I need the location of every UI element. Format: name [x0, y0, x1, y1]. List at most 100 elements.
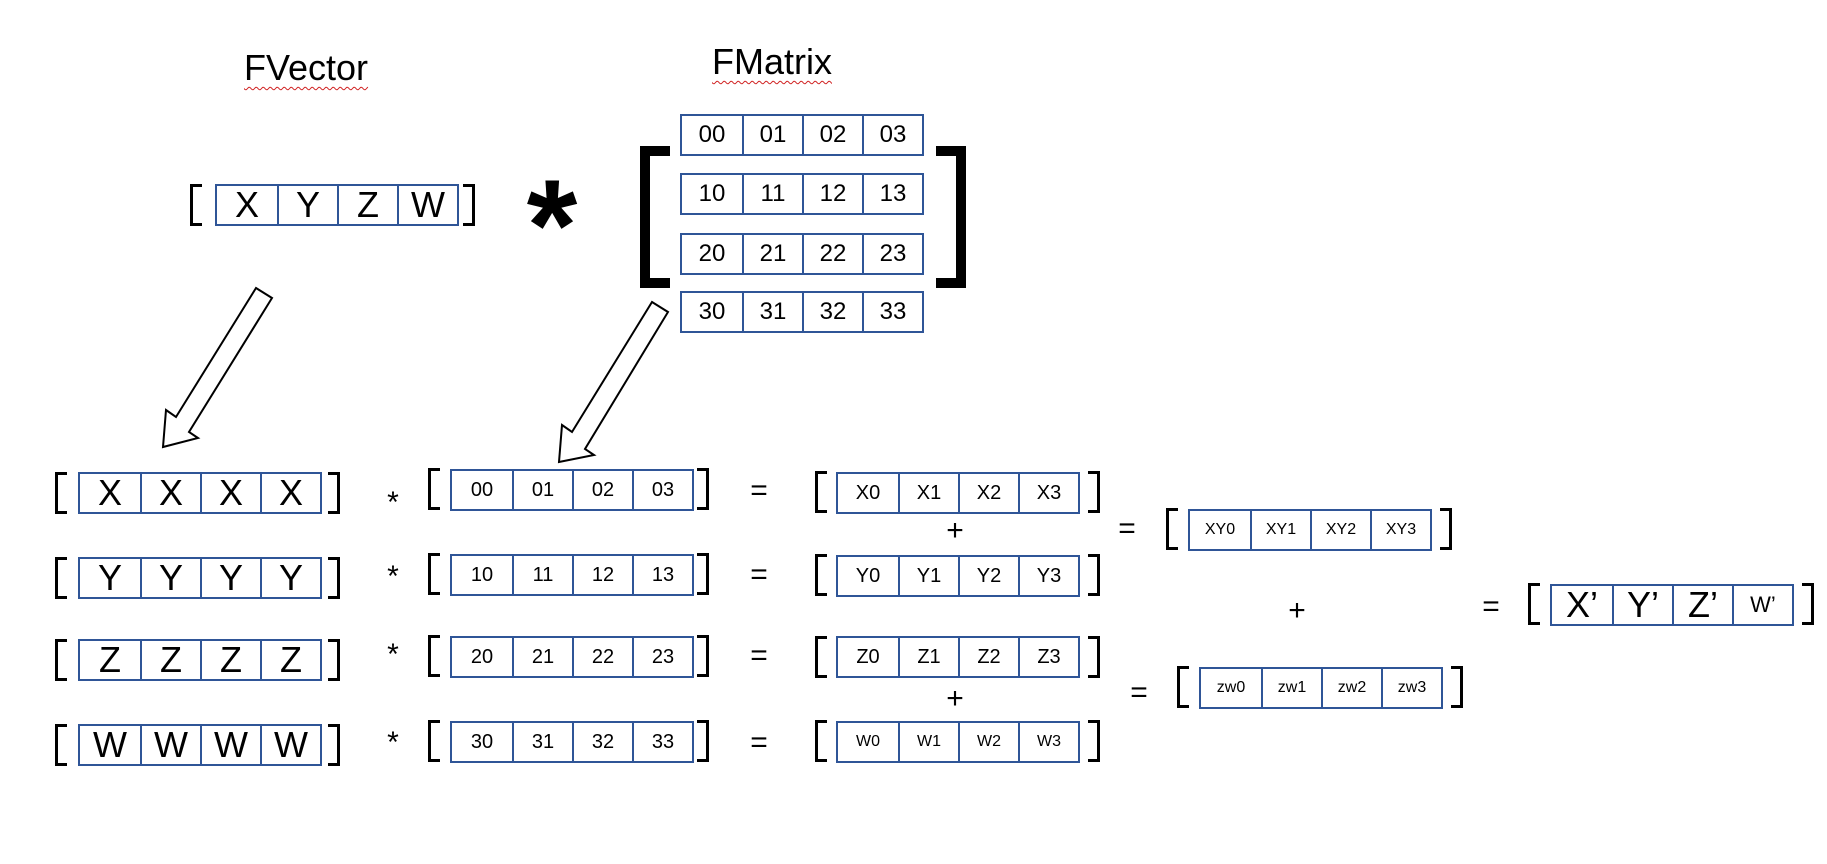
product-cell: Y3	[1018, 557, 1078, 595]
sum-cell: zw0	[1216, 679, 1246, 696]
vector-cell: Y	[277, 184, 337, 225]
product-cell: Z2	[958, 638, 1018, 676]
sum-zw: zw0 zw1 zw2 zw3	[1199, 667, 1443, 709]
left-bracket	[815, 471, 827, 513]
sum-cell: zw2	[1321, 669, 1381, 707]
matrix-cell: 00	[698, 121, 726, 148]
matrix-row-1: 10 11 12 13	[450, 554, 694, 596]
matrix-cell: 12	[802, 175, 862, 213]
matrix-cell: 22	[802, 235, 862, 273]
sum-cell: XY3	[1370, 511, 1430, 549]
right-bracket	[1440, 508, 1452, 550]
big-multiply-sign: *	[526, 152, 578, 298]
left-bracket	[815, 720, 827, 762]
right-bracket	[1088, 720, 1100, 762]
left-bracket	[1166, 508, 1178, 550]
right-bracket	[697, 553, 709, 595]
product-cell: X1	[898, 474, 958, 512]
multiply-sign: *	[387, 560, 399, 593]
multiply-sign: *	[387, 486, 399, 519]
left-bracket	[55, 472, 67, 514]
product-cell: Z3	[1018, 638, 1078, 676]
left-bracket	[815, 554, 827, 596]
vector-cell: Z	[140, 639, 200, 680]
right-bracket	[328, 472, 340, 514]
equals-sign: =	[750, 558, 768, 591]
matrix-cell: 01	[512, 471, 572, 509]
matrix-row-2: 20 21 22 23	[450, 636, 694, 678]
split-vector-y: Y Y Y Y	[78, 557, 322, 599]
top-vector: X Y Z W	[215, 184, 459, 226]
matrix-cell: 02	[572, 471, 632, 509]
right-bracket	[697, 720, 709, 762]
product-w: W0 W1 W2 W3	[836, 721, 1080, 763]
equals-sign: =	[1118, 512, 1136, 545]
matrix-cell: 01	[742, 116, 802, 154]
fvector-title: FVector	[244, 47, 369, 88]
matrix-cell: 10	[698, 180, 726, 207]
equals-sign: =	[1130, 676, 1148, 709]
right-bracket	[1088, 636, 1100, 678]
matrix-cell: 21	[512, 638, 572, 676]
left-bracket	[428, 635, 440, 677]
matrix-cell: 30	[470, 730, 494, 753]
vector-cell: X	[140, 472, 200, 513]
matrix-cell: 23	[632, 638, 692, 676]
plus-sign: +	[1288, 594, 1306, 627]
plus-sign: +	[946, 514, 964, 547]
plus-sign: +	[946, 682, 964, 715]
split-vector-z: Z Z Z Z	[78, 639, 322, 681]
left-bracket	[1177, 666, 1189, 708]
split-vector-w: W W W W	[78, 724, 322, 766]
vector-cell: X	[97, 472, 122, 513]
matrix-row-0: 00 01 02 03	[450, 469, 694, 511]
vector-expand-arrow	[161, 286, 274, 449]
left-bracket	[428, 720, 440, 762]
result-cell: W’	[1732, 586, 1792, 624]
matrix-cell: 02	[802, 116, 862, 154]
vector-cell: Y	[97, 557, 122, 598]
sum-cell: zw3	[1381, 669, 1441, 707]
matrix-cell: 30	[698, 298, 726, 325]
sum-cell: XY0	[1204, 521, 1236, 538]
vector-cell: W	[397, 184, 457, 225]
left-bracket	[815, 636, 827, 678]
vector-cell: X	[234, 184, 259, 225]
product-cell: W0	[856, 733, 880, 750]
right-bracket	[1802, 583, 1814, 625]
matrix-cell: 11	[742, 175, 802, 213]
matrix-cell: 20	[698, 240, 726, 267]
vector-cell: X	[200, 472, 260, 513]
result-cell: X’	[1565, 584, 1598, 625]
right-bracket	[328, 724, 340, 766]
vector-cell: Z	[260, 639, 320, 680]
matrix-cell: 11	[512, 556, 572, 594]
matrix-cell: 23	[862, 235, 922, 273]
matrix-cell: 03	[632, 471, 692, 509]
vector-cell: X	[260, 472, 320, 513]
right-bracket	[697, 635, 709, 677]
vector-cell: Z	[337, 184, 397, 225]
right-bracket	[1088, 471, 1100, 513]
matrix-cell: 13	[632, 556, 692, 594]
multiply-sign: *	[387, 726, 399, 759]
matrix-cell: 32	[802, 293, 862, 331]
vector-cell: Z	[99, 639, 121, 680]
result-cell: Z’	[1672, 584, 1732, 625]
multiply-sign: *	[387, 638, 399, 671]
matrix-cell: 31	[742, 293, 802, 331]
matrix-cell: 32	[572, 723, 632, 761]
matrix-cell: 33	[632, 723, 692, 761]
product-cell: Y2	[958, 557, 1018, 595]
matrix-cell: 31	[512, 723, 572, 761]
matrix-left-bracket	[640, 146, 670, 288]
matrix-cell: 13	[862, 175, 922, 213]
matrix-cell: 20	[470, 645, 494, 668]
sum-cell: XY1	[1250, 511, 1310, 549]
sum-cell: XY2	[1310, 511, 1370, 549]
product-cell: Z1	[898, 638, 958, 676]
matrix-cell: 10	[470, 563, 494, 586]
sum-cell: zw1	[1261, 669, 1321, 707]
matrix-cell: 03	[862, 116, 922, 154]
product-cell: Y1	[898, 557, 958, 595]
